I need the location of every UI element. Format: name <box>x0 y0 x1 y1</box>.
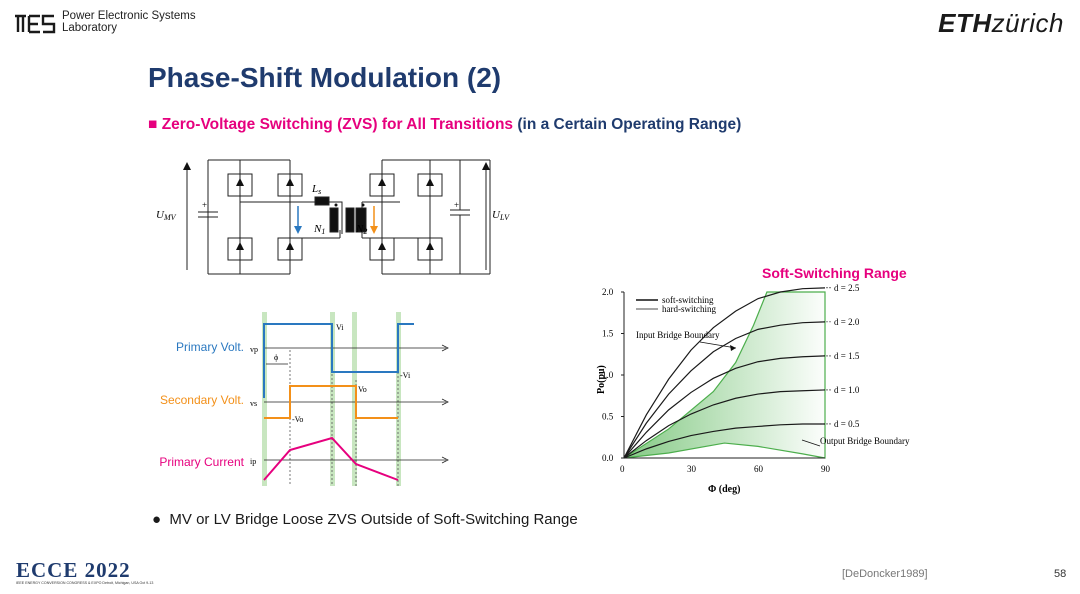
secondary-volt-label: Secondary Volt. <box>159 393 244 407</box>
vp-label: vp <box>250 345 258 354</box>
series-label-5: d = 0.5 <box>834 419 860 429</box>
primary-current-trace <box>263 436 399 481</box>
ls-subscript: s <box>318 187 321 196</box>
pes-logo-icon <box>15 14 56 34</box>
y-tick-label: 1.0 <box>602 370 614 380</box>
series-line-2 <box>623 321 826 459</box>
output-boundary-label: Output Bridge Boundary <box>820 436 910 446</box>
slide-title: Phase-Shift Modulation (2) <box>148 62 502 93</box>
org-line2: Laboratory <box>62 22 117 34</box>
n1-letter: N <box>313 223 322 235</box>
x-tick-label: 90 <box>821 464 831 474</box>
y-tick-label: 1.5 <box>602 329 614 339</box>
bullet-square-icon: ■ <box>148 116 158 133</box>
ecce-logo: ECCE 2022 IEEE ENERGY CONVERSION CONGRES… <box>16 558 154 586</box>
x-axis-label: Φ (deg) <box>708 484 740 495</box>
y-tick-label: 0.5 <box>602 412 614 422</box>
umv-label: UMV <box>156 209 177 222</box>
bullet-note-text: MV or LV Bridge Loose ZVS Outside of Sof… <box>169 511 578 528</box>
ip-label: ip <box>250 457 256 466</box>
neg-vi-label: -Vi <box>400 371 411 380</box>
subtitle-main: Zero-Voltage Switching (ZVS) for All Tra… <box>161 116 514 133</box>
series-line-5 <box>623 423 825 459</box>
legend-hard: hard-switching <box>662 304 716 314</box>
page-number: 58 <box>1054 568 1067 580</box>
series-label-2: d = 2.0 <box>834 317 860 327</box>
eth-logo-bold: ETH <box>938 8 992 38</box>
umv-letter: U <box>156 209 165 221</box>
x-tick-label: 0 <box>620 464 625 474</box>
eth-logo: ETHzürich <box>938 8 1064 39</box>
neg-vo-label: -Vo <box>292 415 303 424</box>
n1-label: N1 <box>313 223 325 236</box>
series-line-1 <box>623 287 826 459</box>
vs-label: vs <box>250 399 257 408</box>
chart-legend: soft-switching hard-switching <box>636 295 716 314</box>
soft-switching-title: Soft-Switching Range <box>762 265 907 281</box>
ecce-logo-title: ECCE 2022 <box>16 558 131 582</box>
ulv-subscript: LV <box>499 213 510 222</box>
series-line-4 <box>623 389 826 459</box>
primary-volt-label: Primary Volt. <box>175 340 244 354</box>
ulv-label: ULV <box>492 209 510 222</box>
n1-subscript: 1 <box>321 227 325 236</box>
bullet-note: ● MV or LV Bridge Loose ZVS Outside of S… <box>152 511 578 528</box>
plus-sign-left: + <box>202 200 207 210</box>
n2-subscript: 2 <box>363 227 367 236</box>
soft-switching-region <box>623 291 826 459</box>
subtitle-qualifier: (in a Certain Operating Range) <box>517 116 742 133</box>
zvs-band <box>396 312 401 486</box>
y-tick-label: 2.0 <box>602 287 614 297</box>
series-label-4: d = 1.0 <box>834 385 860 395</box>
input-boundary-label: Input Bridge Boundary <box>636 330 720 340</box>
series-label-3: d = 1.5 <box>834 351 860 361</box>
y-axis-label: Po(pu) <box>596 365 607 394</box>
umv-subscript: MV <box>163 213 177 222</box>
reference: [DeDoncker1989] <box>842 568 928 580</box>
ls-label: Ls <box>311 183 321 196</box>
soft-switching-chart: d = 2.5 d = 2.0 d = 1.5 d = 1.0 d = 0.5 0 30 6… <box>596 283 910 495</box>
y-tick-label: 0.0 <box>602 453 614 463</box>
ulv-letter: U <box>492 209 501 221</box>
legend-soft: soft-switching <box>662 295 714 305</box>
zvs-band <box>262 312 267 486</box>
phi-label: ϕ <box>274 353 278 362</box>
primary-current-label: Primary Current <box>159 455 244 469</box>
ls-letter: L <box>311 183 318 195</box>
secondary-voltage-trace <box>264 385 398 419</box>
dab-circuit-diagram: + + UMV ULV Ls N1 N2 <box>156 159 510 275</box>
org-line1: Power Electronic Systems <box>62 10 196 22</box>
n2-label: N2 <box>355 223 367 236</box>
series-line-3 <box>623 355 826 459</box>
org-name: Power Electronic Systems Laboratory <box>62 10 196 34</box>
x-tick-label: 60 <box>754 464 764 474</box>
vi-label: Vi <box>336 323 344 332</box>
zvs-band <box>330 312 335 486</box>
waveform-diagram: vp vs ip ϕ Vi -Vi Vo -Vo <box>250 312 449 486</box>
vo-label: Vo <box>358 385 367 394</box>
zvs-band <box>352 312 357 486</box>
eth-logo-rest: zürich <box>991 8 1064 38</box>
x-tick-label: 30 <box>687 464 697 474</box>
primary-voltage-trace <box>263 323 414 398</box>
n2-letter: N <box>355 223 364 235</box>
plus-sign-right: + <box>454 200 459 210</box>
ecce-logo-caption: IEEE ENERGY CONVERSION CONGRESS & EXPO D… <box>16 581 154 585</box>
series-label-1: d = 2.5 <box>834 283 860 293</box>
slide-subtitle: ■ Zero-Voltage Switching (ZVS) for All T… <box>148 116 741 134</box>
